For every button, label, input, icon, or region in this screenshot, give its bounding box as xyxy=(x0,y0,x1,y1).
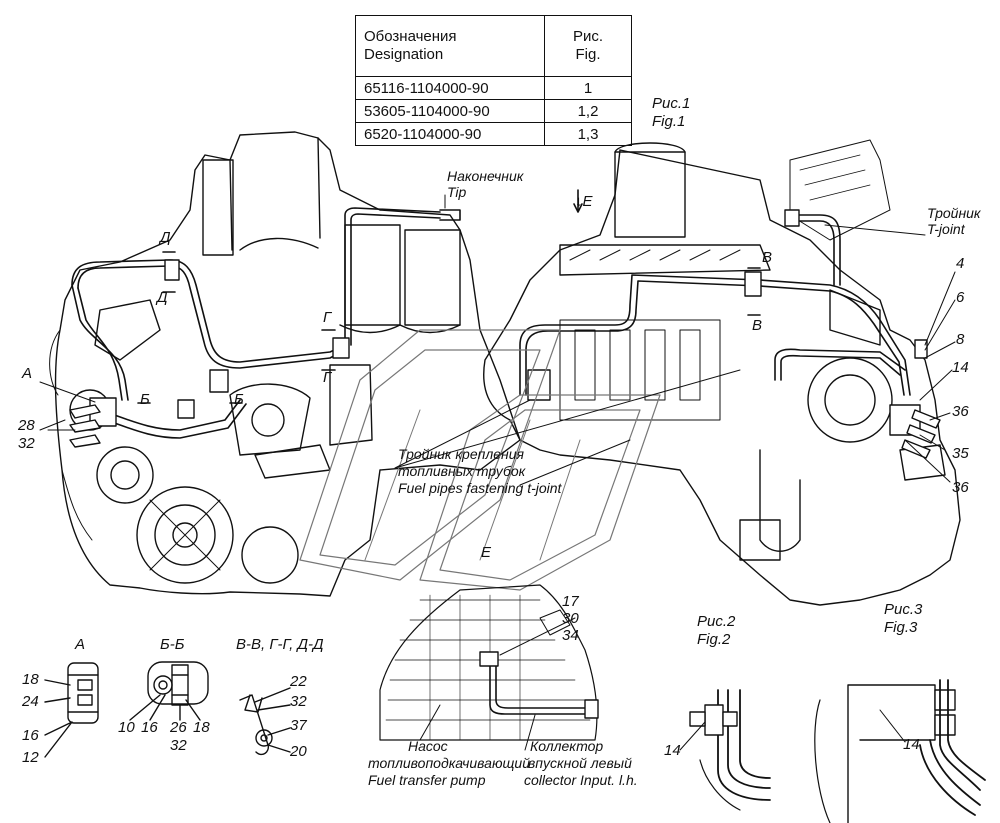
collector-label-ru2: впускной левый xyxy=(528,755,632,771)
pipe-fittings xyxy=(69,209,941,459)
section-g-mark-bottom: Г xyxy=(323,369,332,386)
designation-table: Обозначения Designation Рис. Fig. 65116-… xyxy=(355,15,632,146)
callout-fig2-14: 14 xyxy=(664,742,681,759)
table-row: 65116-1104000-90 1 xyxy=(355,76,632,100)
tip-label-ru: Наконечник xyxy=(447,168,524,184)
callout-vv-20: 20 xyxy=(290,743,307,760)
detail-vv xyxy=(239,687,291,756)
pump-label-ru2: топливоподкачивающий xyxy=(368,755,530,771)
table-row: 6520-1104000-90 1,3 xyxy=(355,122,632,146)
header-designation: Обозначения Designation xyxy=(355,15,545,77)
collector-label-ru1: Коллектор xyxy=(530,738,604,754)
fig2-label-en: Fig.2 xyxy=(697,631,731,648)
header-designation-en: Designation xyxy=(364,46,444,63)
callout-8: 8 xyxy=(956,331,965,348)
fig1-label-en: Fig.1 xyxy=(652,113,686,130)
callout-a-12: 12 xyxy=(22,749,39,766)
callout-17: 17 xyxy=(562,593,579,610)
pump-label-en: Fuel transfer pump xyxy=(368,772,486,788)
section-v-mark-top: В xyxy=(762,249,773,266)
callout-bb-16: 16 xyxy=(141,719,158,736)
header-fig-ru: Рис. xyxy=(572,28,604,45)
callout-30: 30 xyxy=(562,610,579,627)
section-b-mark-left: Б xyxy=(140,391,150,408)
pump-label-ru1: Насос xyxy=(408,738,448,754)
section-v-mark-bottom: В xyxy=(752,317,763,334)
detail-a xyxy=(44,662,99,758)
fig2-label-ru: Рис.2 xyxy=(697,613,736,630)
fig3-label-ru: Рис.3 xyxy=(884,601,923,618)
callout-36-upper: 36 xyxy=(952,403,969,420)
fig3-detail xyxy=(814,679,986,823)
section-d-mark-bottom: Д xyxy=(157,289,168,306)
fastening-label-ru2: топливных трубок xyxy=(398,463,526,479)
fig-cell: 1,2 xyxy=(544,99,632,123)
callout-6: 6 xyxy=(956,289,965,306)
fig-cell: 1,3 xyxy=(544,122,632,146)
section-b-mark-right: Б xyxy=(234,391,244,408)
fig3-label-en: Fig.3 xyxy=(884,619,918,636)
header-fig-en: Fig. xyxy=(575,46,601,63)
fig-cell: 1 xyxy=(544,76,632,100)
view-a-mark: А xyxy=(22,365,33,382)
collector-label-en: collector Input. l.h. xyxy=(524,772,638,788)
section-bb-title: Б-Б xyxy=(160,636,185,653)
detail-e-view xyxy=(379,584,599,751)
callout-bb-26: 26 xyxy=(170,719,187,736)
callout-bb-10: 10 xyxy=(118,719,135,736)
callout-a-24: 24 xyxy=(22,693,39,710)
designation-cell: 6520-1104000-90 xyxy=(355,122,545,146)
designation-cell: 53605-1104000-90 xyxy=(355,99,545,123)
section-vv-title: В-В, Г-Г, Д-Д xyxy=(236,636,324,653)
header-designation-ru: Обозначения xyxy=(364,28,457,45)
table-row: 53605-1104000-90 1,2 xyxy=(355,99,632,123)
view-e-top-label: ↓E xyxy=(575,193,593,210)
leader-lines xyxy=(39,194,956,486)
tjoint-label-ru: Тройник xyxy=(927,205,981,221)
callout-a-16: 16 xyxy=(22,727,39,744)
callout-28: 28 xyxy=(18,417,35,434)
tjoint-label-en: T-joint xyxy=(927,221,965,237)
view-e-label: E xyxy=(481,544,492,561)
header-fig: Рис. Fig. xyxy=(544,15,632,77)
callout-32: 32 xyxy=(18,435,35,452)
fig1-label-ru: Рис.1 xyxy=(652,95,691,112)
callout-36-lower: 36 xyxy=(952,479,969,496)
section-markers xyxy=(137,189,761,404)
callout-vv-32: 32 xyxy=(290,693,307,710)
callout-4: 4 xyxy=(956,255,965,272)
right-engine-outline xyxy=(483,139,961,606)
callout-bb-18: 18 xyxy=(193,719,210,736)
fig2-detail xyxy=(679,689,771,811)
callout-35: 35 xyxy=(952,445,969,462)
fastening-label-ru1: Тройник крепления xyxy=(398,446,524,462)
callout-vv-37: 37 xyxy=(290,717,307,734)
tip-label-en: Tip xyxy=(447,184,467,200)
section-d-mark-top: Д xyxy=(160,229,171,246)
section-a-title: А xyxy=(75,636,86,653)
fuel-pipes xyxy=(71,207,911,439)
callout-a-18: 18 xyxy=(22,671,39,688)
designation-cell: 65116-1104000-90 xyxy=(355,76,545,100)
callout-34: 34 xyxy=(562,627,579,644)
fastening-label-en: Fuel pipes fastening t-joint xyxy=(398,480,562,496)
callout-vv-22: 22 xyxy=(290,673,307,690)
callout-14: 14 xyxy=(952,359,969,376)
table-header-row: Обозначения Designation Рис. Fig. xyxy=(355,15,632,77)
callout-fig3-14: 14 xyxy=(903,736,920,753)
callout-bb-32: 32 xyxy=(170,737,187,754)
section-g-mark-top: Г xyxy=(323,309,332,326)
detail-bb xyxy=(129,661,209,721)
